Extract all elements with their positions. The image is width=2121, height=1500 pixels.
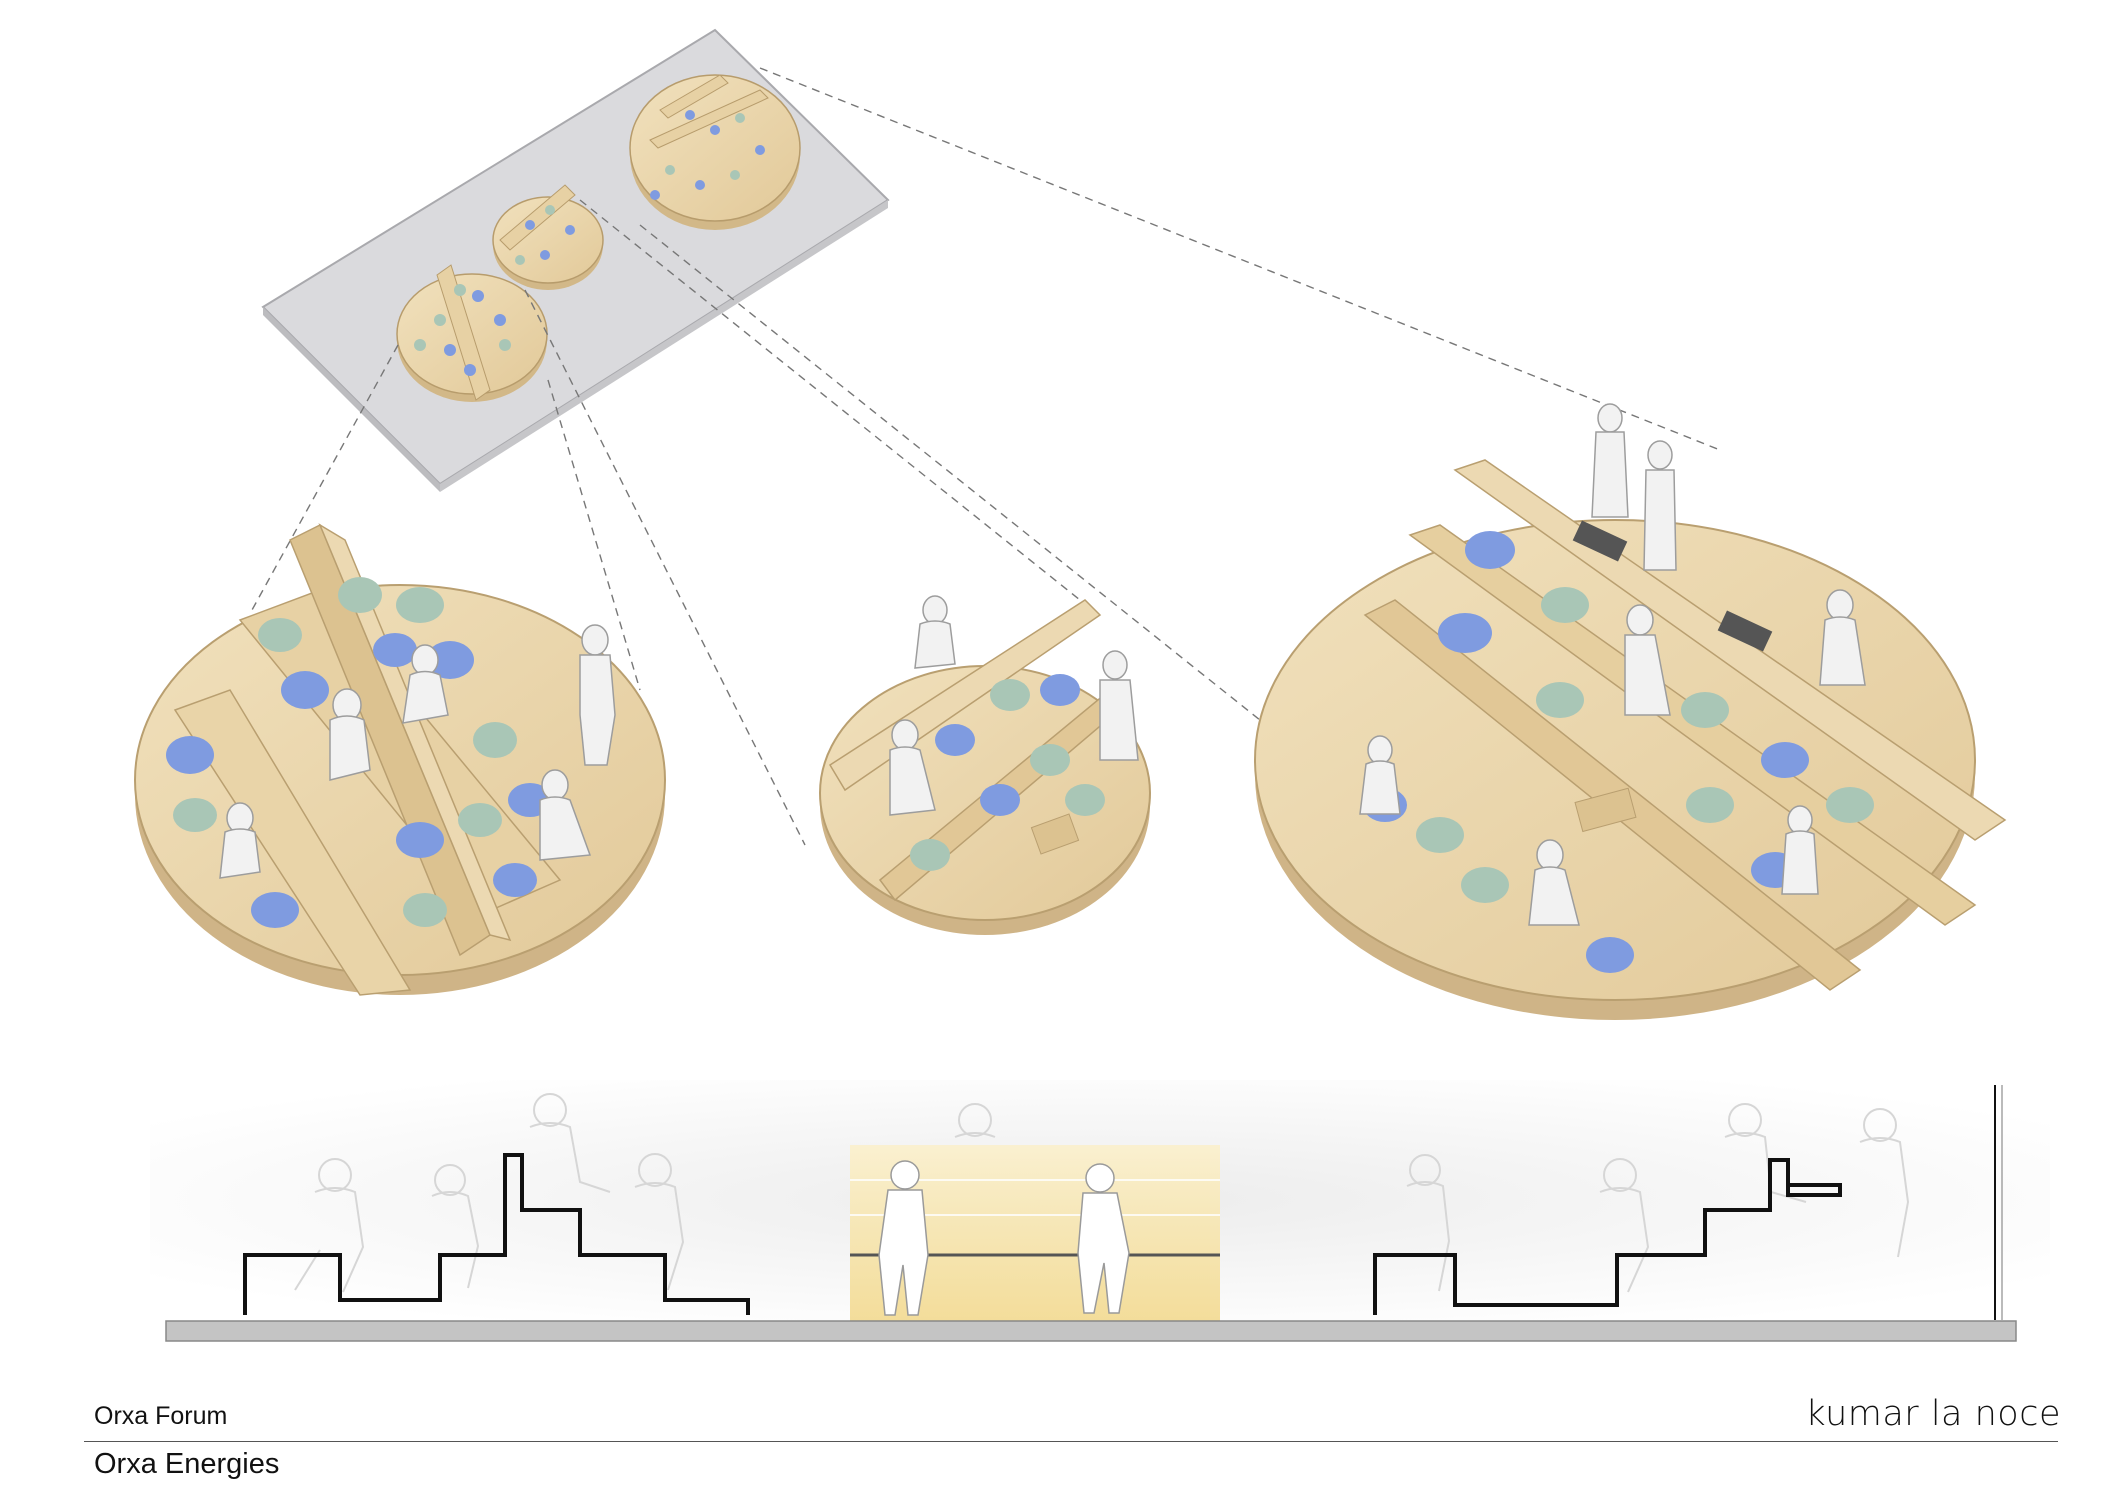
platform-middle xyxy=(819,595,1151,935)
people-middle xyxy=(889,595,1139,816)
project-name: Orxa Forum xyxy=(94,1402,228,1430)
footer-divider xyxy=(84,1441,2058,1442)
people-left xyxy=(219,624,616,879)
cushions-left xyxy=(166,577,552,928)
overview-platform-small xyxy=(396,264,548,402)
section-stair-right xyxy=(1373,1158,1842,1315)
platform-left xyxy=(134,523,666,996)
client-name: Orxa Energies xyxy=(94,1448,280,1480)
overview-platform-medium xyxy=(492,184,604,290)
section-stair-left xyxy=(243,1153,750,1315)
ghost-figures xyxy=(294,1093,1910,1293)
studio-name: kumar la noce xyxy=(1805,1394,2061,1434)
projection-lines xyxy=(251,67,1721,846)
section-view xyxy=(150,1080,2050,1342)
overview-platform-large xyxy=(629,74,801,230)
overview-plate xyxy=(261,28,890,492)
cushions-right xyxy=(1363,531,1874,973)
cushions-middle xyxy=(910,674,1105,871)
people-right xyxy=(1359,403,1866,926)
platform-right xyxy=(1254,403,2007,1020)
ground-slab xyxy=(165,1320,2017,1342)
